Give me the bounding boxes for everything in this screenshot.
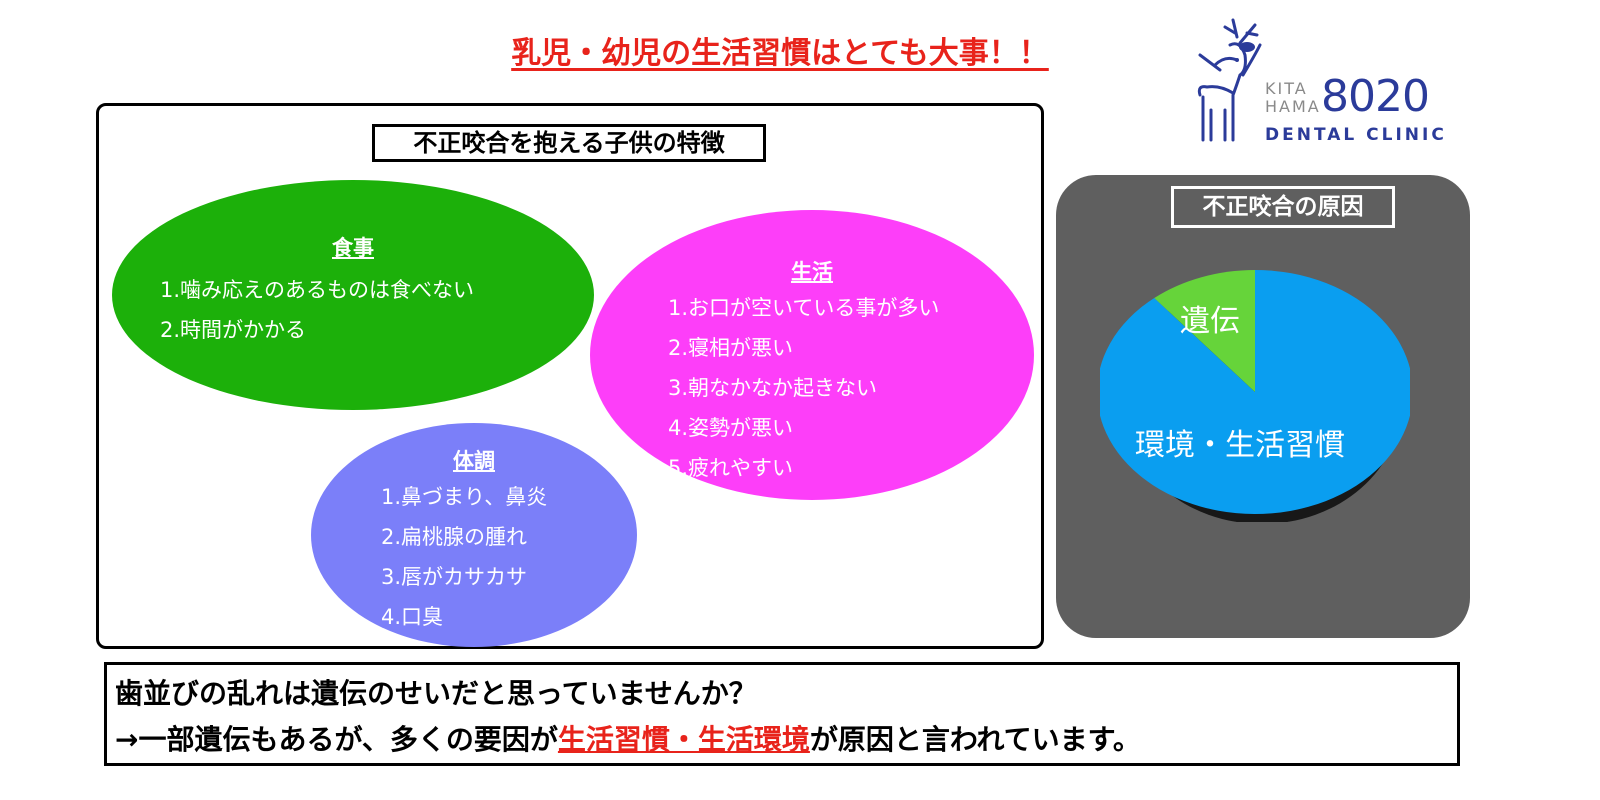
answer-highlight: 生活習慣・生活環境 [557, 723, 810, 756]
lifestyle-bubble: 生活 1.お口が空いている事が多い 2.寝相が悪い 3.朝なかなか起きない 4.… [590, 210, 1034, 500]
list-item: 4.姿勢が悪い [668, 416, 794, 440]
list-item: 1.お口が空いている事が多い [668, 296, 940, 320]
message-box: 歯並びの乱れは遺伝のせいだと思っていませんか？ →一部遺伝もあるが、多くの要因が… [104, 662, 1460, 766]
list-item: 1.鼻づまり、鼻炎 [381, 485, 548, 509]
list-item: 3.朝なかなか起きない [668, 376, 878, 400]
page-title: 乳児・幼児の生活習慣はとても大事！！ [511, 36, 1049, 71]
list-item: 4.口臭 [381, 605, 444, 629]
pie-chart [1100, 270, 1410, 522]
health-title: 体調 [453, 449, 495, 473]
characteristics-box [96, 103, 1044, 649]
characteristics-heading: 不正咬合を抱える子供の特徴 [372, 124, 766, 162]
logo-subtitle: DENTAL CLINIC [1265, 125, 1447, 145]
deer-logo-icon [1197, 18, 1262, 142]
health-bubble: 体調 1.鼻づまり、鼻炎 2.扁桃腺の腫れ 3.唇がカサカサ 4.口臭 [311, 423, 637, 647]
message-question: 歯並びの乱れは遺伝のせいだと思っていませんか？ [115, 677, 757, 710]
lifestyle-title: 生活 [791, 260, 833, 284]
diet-bubble: 食事 1.噛み応えのあるものは食べない 2.時間がかかる [112, 180, 594, 410]
logo-kita: KITA [1265, 79, 1308, 98]
list-item: 2.時間がかかる [160, 318, 307, 342]
list-item: 2.扁桃腺の腫れ [381, 525, 528, 549]
list-item: 3.唇がカサカサ [381, 565, 528, 589]
chart-title: 不正咬合の原因 [1171, 186, 1395, 228]
slice-label-genetics: 遺伝 [1180, 304, 1240, 339]
answer-post: が原因と言われています。 [809, 723, 1141, 756]
clinic-logo: KITA HAMA 8020 DENTAL CLINIC [1185, 15, 1455, 154]
logo-number: 8020 [1321, 71, 1430, 122]
list-item: 2.寝相が悪い [668, 336, 794, 360]
list-item: 5.疲れやすい [668, 456, 794, 480]
list-item: 1.噛み応えのあるものは食べない [160, 278, 475, 302]
message-answer: →一部遺伝もあるが、多くの要因が生活習慣・生活環境が原因と言われています。 [115, 717, 1457, 763]
slice-label-environment: 環境・生活習慣 [1135, 428, 1345, 463]
diet-title: 食事 [332, 236, 374, 260]
logo-hama: HAMA [1265, 97, 1321, 116]
pie-slice-1 [1154, 270, 1255, 392]
answer-pre: →一部遺伝もあるが、多くの要因が [115, 723, 558, 756]
